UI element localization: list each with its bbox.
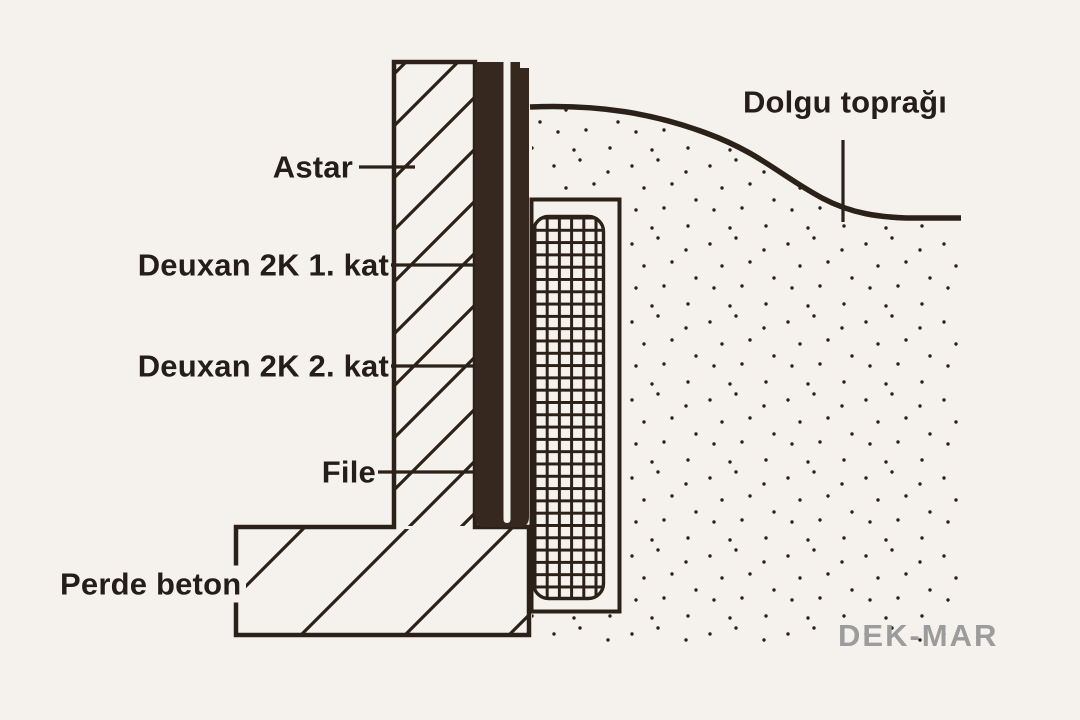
label-deuxan-coat2: Deuxan 2K 2. kat <box>137 348 389 384</box>
wall-stem-hatch <box>396 64 475 526</box>
label-perde-beton: Perde beton <box>60 565 247 603</box>
label-deuxan-coat1: Deuxan 2K 1. kat <box>137 247 389 283</box>
ground-surface-curve <box>529 103 961 221</box>
membrane-coats <box>475 62 529 527</box>
leader-lines <box>359 140 845 474</box>
coat-separator <box>503 62 511 523</box>
brand-watermark: DEK-MAR <box>838 618 999 653</box>
footing-hatch <box>238 529 528 633</box>
label-file: File <box>321 454 376 490</box>
label-dolgu-topragi: Dolgu toprağı <box>742 84 948 120</box>
label-astar: Astar <box>272 149 353 185</box>
mesh-panel <box>531 214 606 601</box>
fill-soil-dots <box>532 106 961 648</box>
